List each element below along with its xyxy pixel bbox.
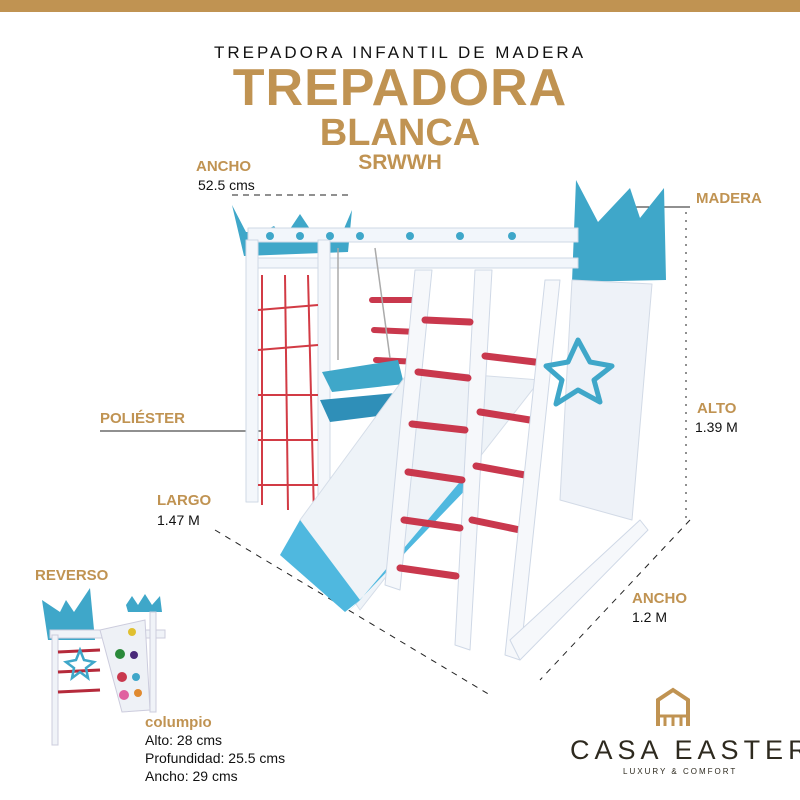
subtitle: TREPADORA INFANTIL DE MADERA: [213, 43, 587, 62]
climber-main: [232, 180, 666, 661]
climber-reverse-thumbnail: [42, 588, 166, 746]
brand-tagline: LUXURY & COMFORT: [623, 767, 738, 776]
product-title: TREPADORA: [232, 59, 568, 117]
width-label: ANCHO: [632, 590, 687, 607]
swing-label: columpio: [145, 714, 212, 731]
top-width-label: ANCHO: [196, 158, 251, 175]
house-icon: [656, 687, 690, 726]
length-value: 1.47 M: [157, 512, 200, 528]
height-label: ALTO: [697, 400, 737, 417]
product-color: BLANCA: [319, 112, 481, 154]
length-dim-line: [214, 529, 491, 696]
length-label: LARGO: [157, 492, 212, 509]
top-width-value: 52.5 cms: [198, 177, 255, 193]
swing-depth: Profundidad: 25.5 cms: [145, 750, 286, 766]
brand-name: CASA EASTER: [570, 735, 800, 765]
madera-label: MADERA: [696, 190, 762, 207]
top-gold-bar: [0, 0, 800, 12]
reverse-label: REVERSO: [35, 567, 109, 584]
product-sku: SRWWH: [358, 151, 442, 174]
width-dim-line: [539, 519, 691, 681]
width-value: 1.2 M: [632, 609, 668, 625]
swing-height: Alto: 28 cms: [145, 732, 223, 748]
poliester-label: POLIÉSTER: [100, 410, 186, 427]
swing-width: Ancho: 29 cms: [145, 768, 238, 784]
height-value: 1.39 M: [695, 419, 738, 435]
